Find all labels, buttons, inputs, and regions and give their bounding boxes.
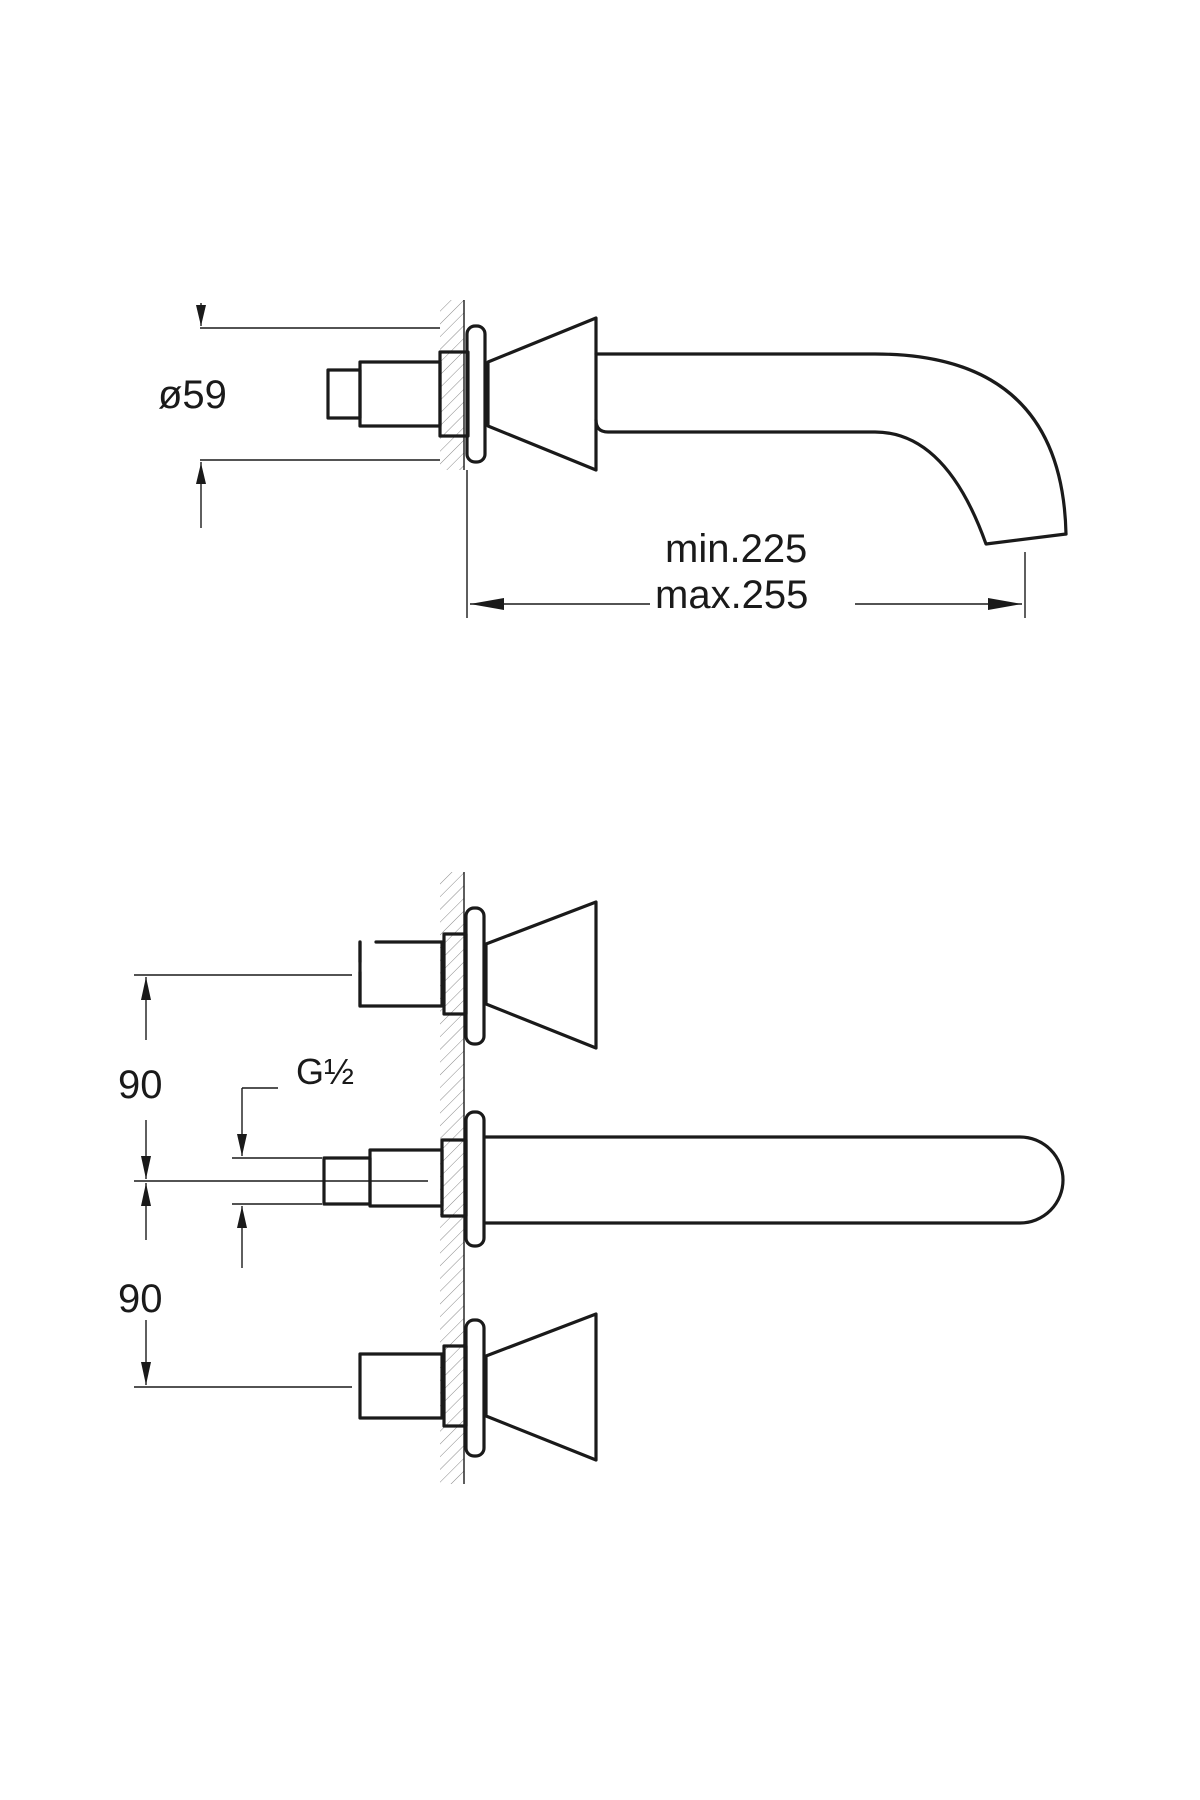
spacing-upper-label: 90 bbox=[118, 1063, 163, 1107]
spacing-lower-label: 90 bbox=[118, 1277, 163, 1321]
thread-dimension: G½ bbox=[232, 1051, 354, 1268]
side-view: ø59 min.225 max.255 bbox=[158, 300, 1068, 618]
spout-outline bbox=[594, 352, 1068, 546]
upper-valve bbox=[358, 900, 598, 1050]
wall-section-top bbox=[440, 300, 465, 470]
front-view: 90 90 G½ bbox=[118, 872, 1065, 1484]
length-dimension: min.225 max.255 bbox=[466, 470, 1026, 618]
length-max-label: max.255 bbox=[655, 573, 808, 617]
length-min-label: min.225 bbox=[665, 527, 807, 571]
spacing-dimension: 90 90 bbox=[118, 974, 428, 1388]
diameter-dimension: ø59 bbox=[158, 303, 440, 528]
thread-label: G½ bbox=[296, 1051, 354, 1092]
valve-body-top bbox=[326, 324, 487, 464]
spout-connection bbox=[322, 1110, 1065, 1248]
handle-cone-top bbox=[486, 316, 598, 472]
lower-valve bbox=[358, 1312, 598, 1462]
diameter-label: ø59 bbox=[158, 373, 227, 417]
